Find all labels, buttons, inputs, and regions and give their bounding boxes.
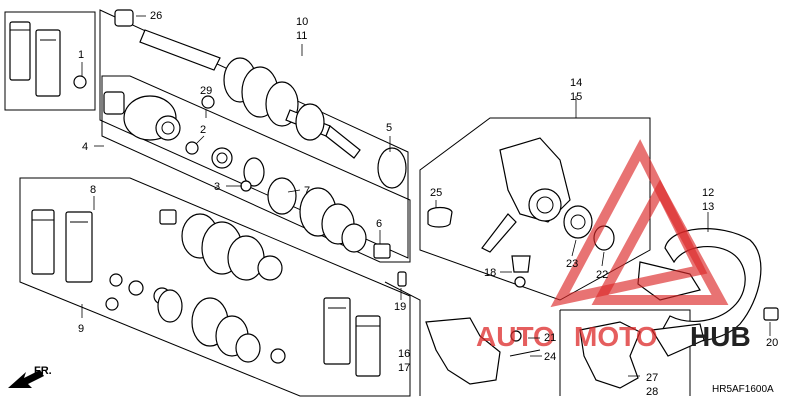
callout-10: 10 <box>296 16 308 28</box>
middle-boot <box>267 177 391 259</box>
front-direction-arrow: FR. <box>8 365 52 388</box>
callout-29: 29 <box>200 85 212 97</box>
callout-15: 15 <box>570 91 582 103</box>
steering-knuckle <box>397 137 615 288</box>
grease-packets-bottom <box>323 297 381 377</box>
grease-packets-mid <box>31 209 93 283</box>
callout-17: 17 <box>398 362 410 374</box>
callouts: 26 1 10 11 29 2 4 3 5 7 8 6 9 19 14 15 2… <box>78 10 778 398</box>
lower-boots <box>105 209 286 364</box>
watermark-moto: MOTO <box>574 321 657 352</box>
inner-joint <box>73 75 265 192</box>
lower-brackets <box>425 317 705 389</box>
callout-8: 8 <box>90 184 96 196</box>
grease-packets-top <box>9 21 61 97</box>
watermark: AUTO MOTO HUB <box>476 139 751 352</box>
callout-14: 14 <box>570 77 582 89</box>
callout-18: 18 <box>484 267 496 279</box>
callout-28: 28 <box>646 386 658 398</box>
callout-3: 3 <box>214 181 220 193</box>
watermark-auto: AUTO <box>476 321 555 352</box>
callout-25: 25 <box>430 187 442 199</box>
callout-13: 13 <box>702 201 714 213</box>
watermark-hub: HUB <box>690 321 751 352</box>
callout-26: 26 <box>150 10 162 22</box>
callout-2: 2 <box>200 124 206 136</box>
callout-19: 19 <box>394 301 406 313</box>
diagram-code: HR5AF1600A <box>712 384 774 395</box>
callout-24: 24 <box>544 351 556 363</box>
upper-driveshaft <box>114 9 407 189</box>
callout-23: 23 <box>566 258 578 270</box>
callout-22: 22 <box>596 269 608 281</box>
callout-27: 27 <box>646 372 658 384</box>
callout-9: 9 <box>78 323 84 335</box>
callout-12: 12 <box>702 187 714 199</box>
callout-11: 11 <box>296 30 307 42</box>
callout-20: 20 <box>766 337 778 349</box>
callout-1: 1 <box>78 49 84 61</box>
callout-5: 5 <box>386 122 392 134</box>
callout-6: 6 <box>376 218 382 230</box>
callout-4: 4 <box>82 141 88 153</box>
callout-16: 16 <box>398 348 410 360</box>
direction-label: FR. <box>34 365 52 377</box>
callout-7: 7 <box>304 185 310 197</box>
leader-lines <box>81 15 771 377</box>
callout-21: 21 <box>544 332 556 344</box>
